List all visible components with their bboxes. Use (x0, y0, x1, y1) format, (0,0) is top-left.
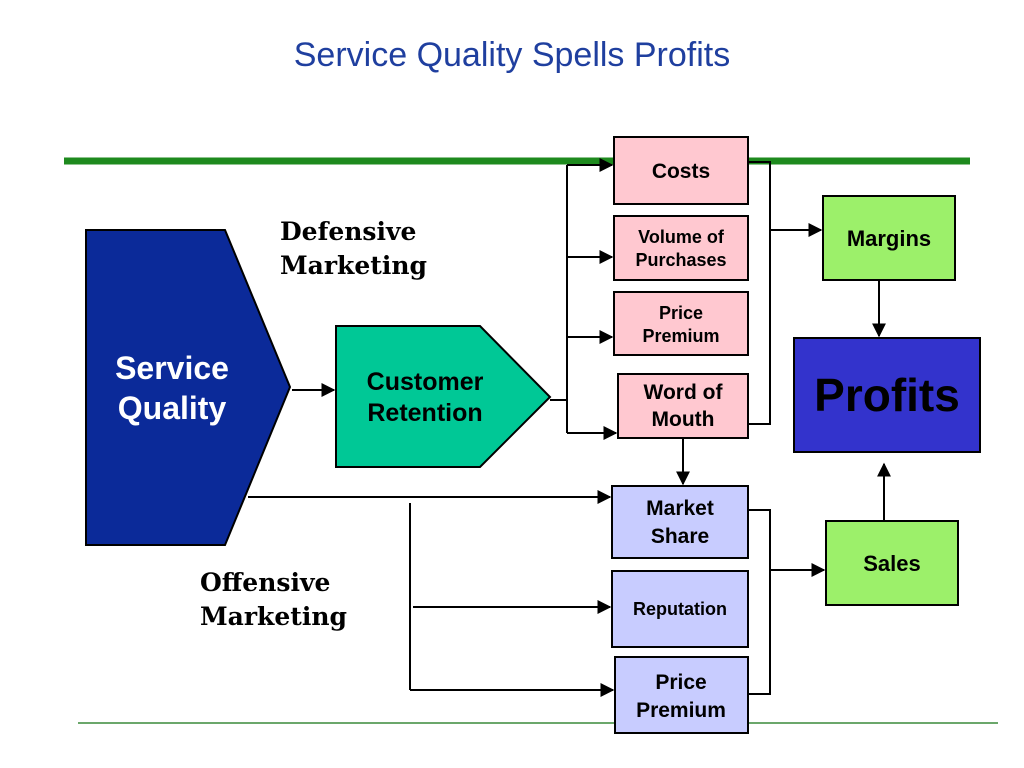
volume-label-line1: Volume of (638, 227, 725, 247)
pink-right-bracket (748, 161, 771, 425)
service-quality-shape: Service Quality (85, 229, 292, 546)
page-title: Service Quality Spells Profits (293, 36, 731, 74)
price-premium-bottom-line2: Premium (636, 699, 726, 722)
market-share-box: Market Share (611, 485, 749, 559)
profits-label: Profits (814, 369, 960, 421)
margins-box: Margins (822, 195, 956, 281)
profits-box: Profits (793, 337, 981, 453)
defensive-label-line1: Defensive (280, 217, 416, 246)
costs-label: Costs (652, 160, 710, 183)
costs-box: Costs (613, 136, 749, 205)
word-of-mouth-line1: Word of (644, 381, 724, 404)
connectors (248, 158, 891, 697)
price-premium-bottom-line1: Price (655, 671, 706, 694)
price-premium-top-line2: Premium (642, 326, 719, 346)
lavender-right-bracket (748, 509, 771, 695)
customer-retention-line1: Customer (367, 368, 484, 396)
customer-retention-line2: Retention (367, 399, 482, 427)
price-premium-bottom-box: Price Premium (614, 656, 749, 734)
word-of-mouth-box: Word of Mouth (617, 373, 749, 439)
market-share-line2: Share (651, 525, 709, 548)
sales-box: Sales (825, 520, 959, 606)
sales-label: Sales (863, 551, 921, 576)
defensive-label-line2: Marketing (280, 251, 427, 280)
word-of-mouth-line2: Mouth (652, 408, 715, 431)
service-quality-line2: Quality (118, 390, 227, 426)
offensive-label-line1: Offensive (200, 568, 330, 597)
reputation-label: Reputation (633, 599, 727, 619)
customer-retention-shape: Customer Retention (335, 325, 552, 468)
price-premium-top-line1: Price (659, 303, 703, 323)
offensive-label-line2: Marketing (200, 602, 347, 631)
volume-label-line2: Purchases (635, 250, 726, 270)
market-share-line1: Market (646, 497, 714, 520)
reputation-box: Reputation (611, 570, 749, 648)
volume-of-purchases-box: Volume of Purchases (613, 215, 749, 281)
margins-label: Margins (847, 226, 931, 251)
price-premium-top-box: Price Premium (613, 291, 749, 356)
service-quality-line1: Service (115, 350, 229, 386)
